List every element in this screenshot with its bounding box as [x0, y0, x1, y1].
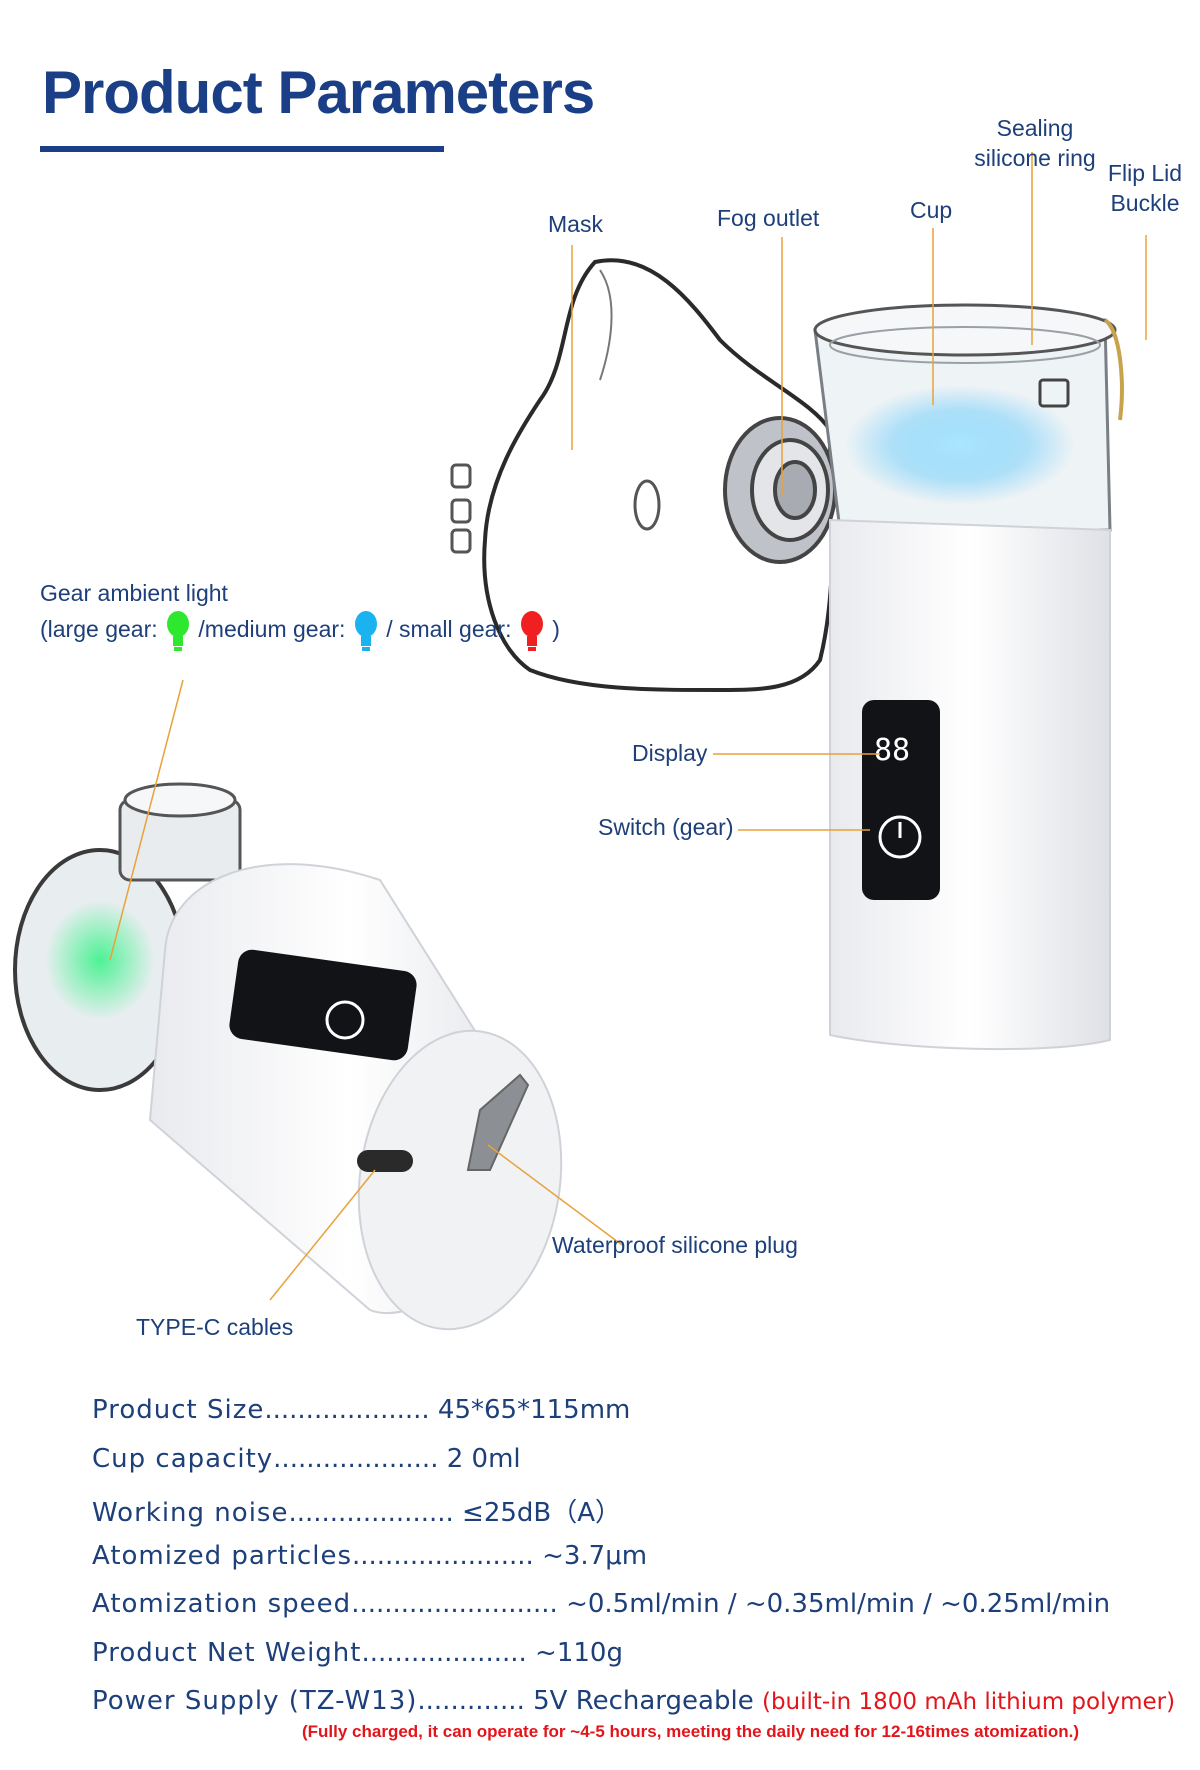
cup: [813, 303, 1124, 532]
gear-light-legend: (large gear: /medium gear: / small gear:…: [40, 610, 560, 652]
battery-note: (Fully charged, it can operate for ~4-5 …: [302, 1722, 1079, 1741]
power-icon: [878, 815, 922, 859]
callout-gear-light: Gear ambient light: [40, 580, 228, 606]
display-readout: 88: [874, 733, 910, 768]
device-lying: [13, 782, 563, 1331]
spec-row: Cup capacity.................... 2 0ml: [92, 1443, 521, 1474]
spec-row: Product Net Weight.................... ~…: [92, 1637, 623, 1668]
silicone-plug: [466, 1073, 530, 1171]
title-underline: [40, 146, 444, 152]
callout-sealing-ring: Sealing silicone ring: [974, 115, 1096, 171]
usb-c-port: [357, 1150, 413, 1172]
green-bulb-icon: [167, 611, 190, 651]
spec-list: Product Size.................... 45*65*1…: [92, 1395, 1182, 1735]
device-body-upright: 88: [829, 518, 1111, 1051]
spec-row: Working noise.................... ≤25dB（…: [92, 1498, 622, 1528]
callout-type-c: TYPE-C cables: [136, 1314, 294, 1340]
fog-outlet-connector: [723, 416, 837, 564]
spec-row: Atomized particles......................…: [92, 1540, 648, 1571]
page-title: Product Parameters: [42, 59, 595, 126]
mask-shell: [482, 258, 834, 692]
callout-display: Display: [632, 740, 708, 766]
callout-waterproof-plug: Waterproof silicone plug: [552, 1232, 798, 1258]
spec-row: Atomization speed.......................…: [92, 1589, 1111, 1619]
red-bulb-icon: [520, 611, 543, 651]
callout-flip-lid: Flip Lid Buckle: [1107, 160, 1183, 216]
callout-leader-lines: [109, 152, 1147, 1301]
callout-fog-outlet: Fog outlet: [717, 205, 820, 231]
spec-row: Product Size.................... 45*65*1…: [92, 1395, 631, 1425]
callout-cup: Cup: [910, 197, 953, 223]
callout-mask: Mask: [548, 211, 603, 237]
callout-switch: Switch (gear): [598, 814, 734, 840]
mask-strap-clips: [450, 463, 661, 554]
spec-row: Power Supply (TZ-W13)............. 5V Re…: [92, 1686, 1176, 1716]
blue-bulb-icon: [354, 611, 377, 651]
power-icon-lying: [325, 1000, 365, 1040]
